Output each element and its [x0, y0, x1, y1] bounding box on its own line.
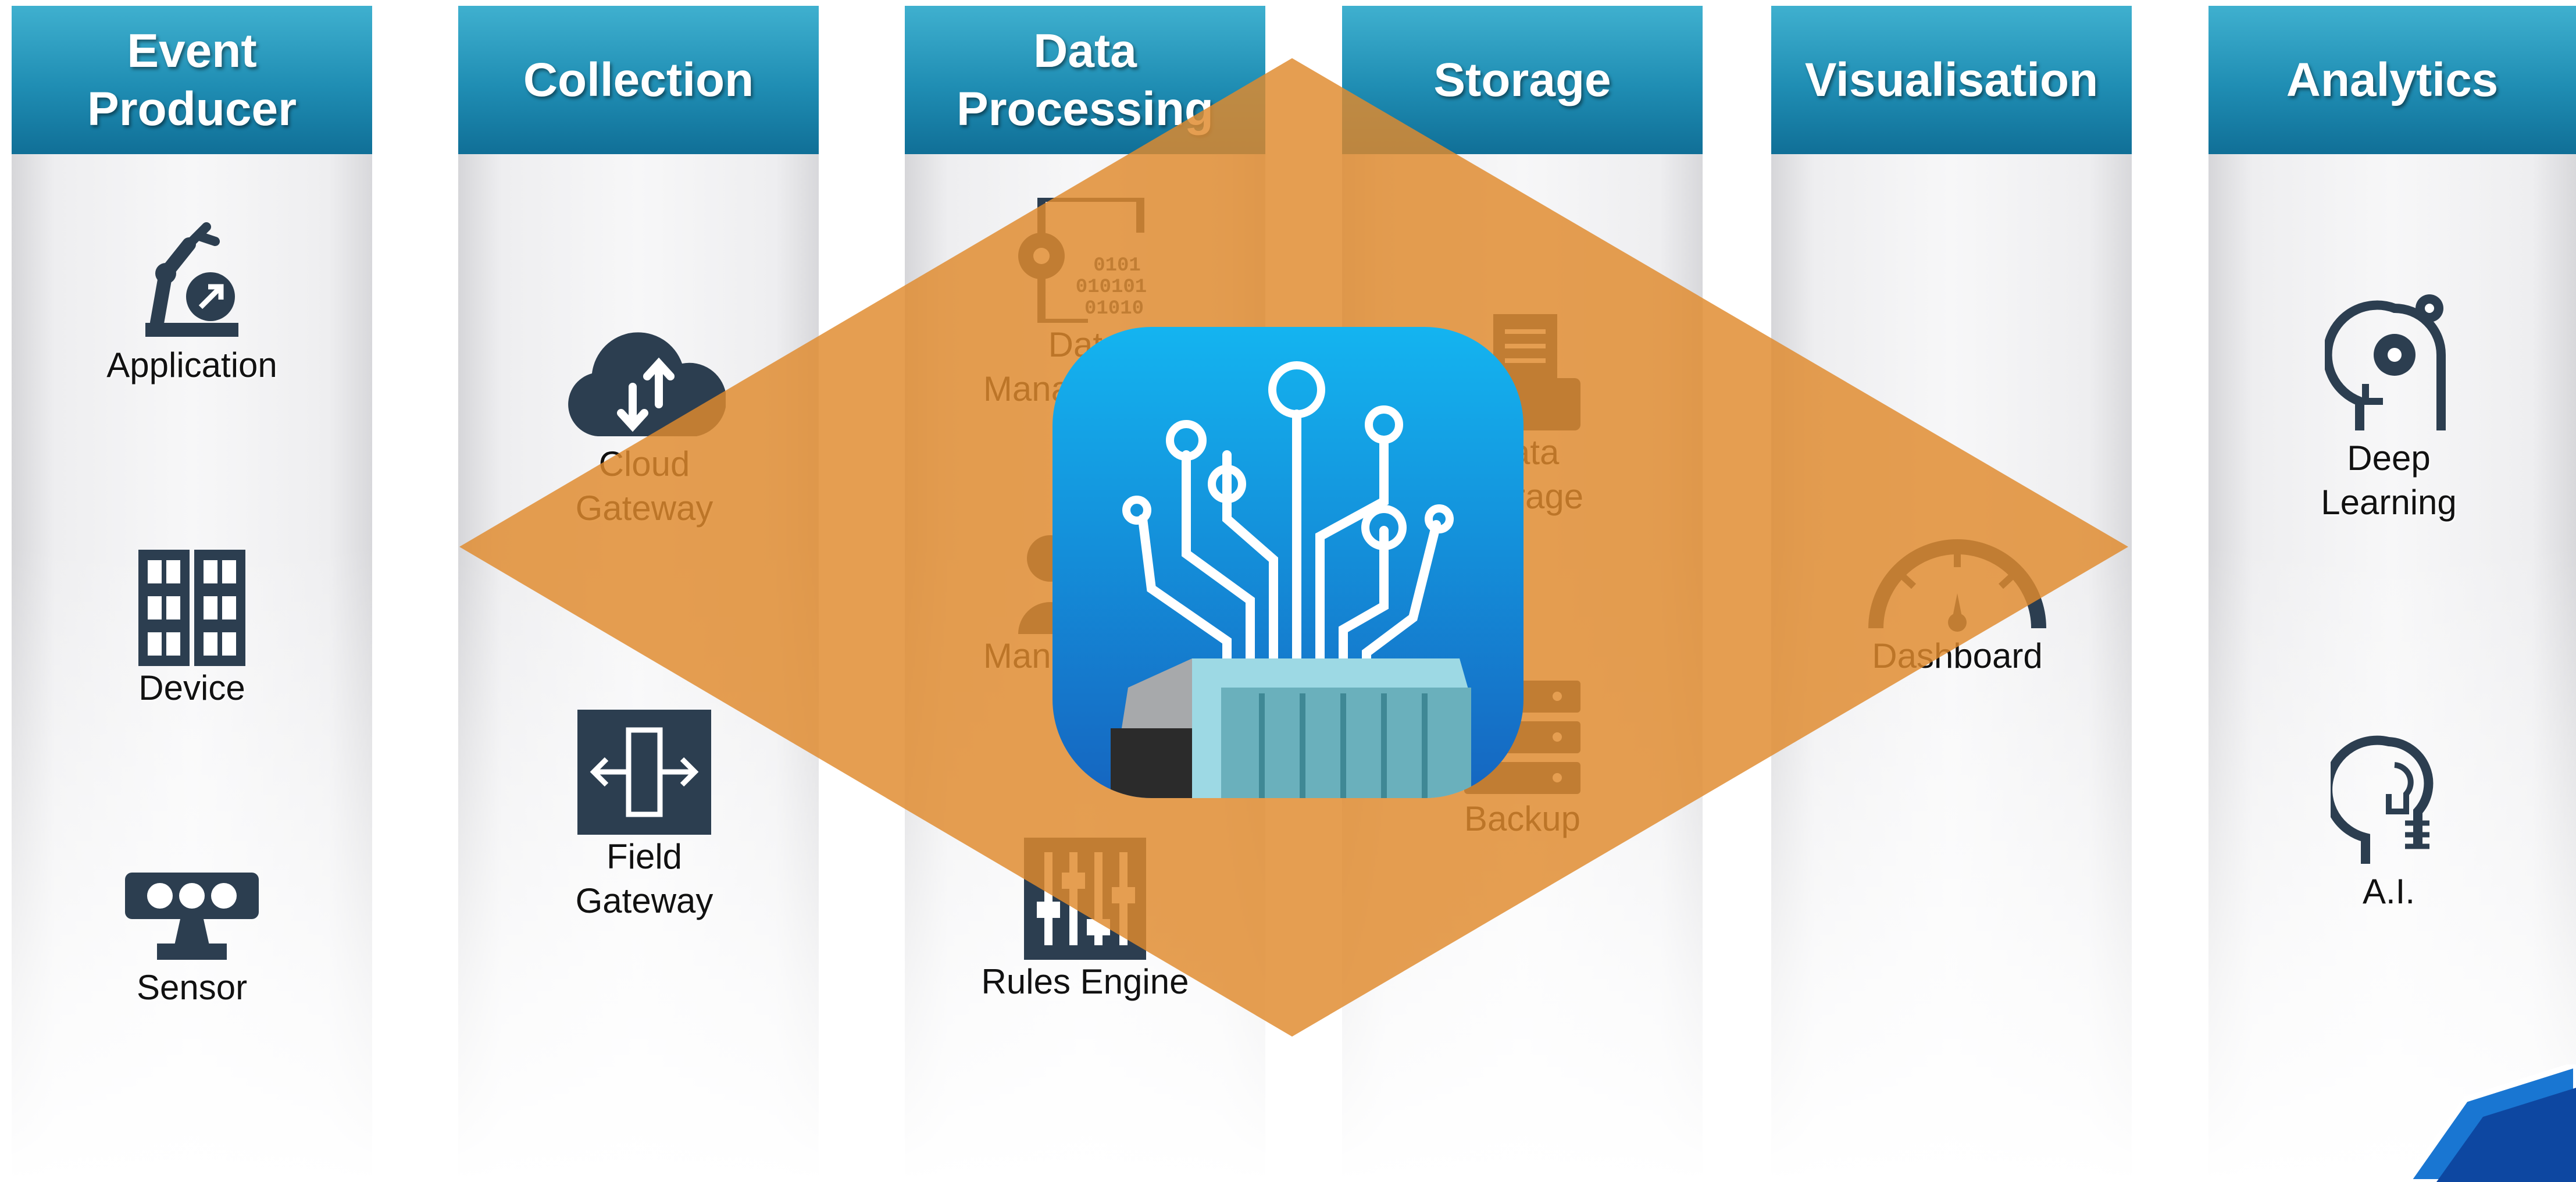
column-analytics: Analytics Deep Learning A.I. — [2208, 0, 2576, 1182]
ai-lightbulb-head-icon — [2331, 735, 2434, 864]
sensor-camera-icon — [125, 873, 259, 960]
item-label: Field Gateway — [575, 837, 713, 920]
item-label: Cloud Gateway — [575, 444, 713, 528]
column-collection: Collection Cloud Gateway Field Gateway — [458, 0, 819, 1182]
column-header: Visualisation — [1771, 6, 2132, 154]
item-ai: A.I. — [2278, 730, 2499, 914]
item-rules-engine: Rules Engine — [975, 838, 1196, 1004]
svg-text:01010: 01010 — [1084, 298, 1144, 320]
item-label: Device — [138, 668, 245, 707]
rules-sliders-icon — [1024, 838, 1146, 960]
device-rack-icon — [138, 550, 245, 666]
deep-learning-head-icon — [2325, 294, 2446, 430]
column-header: Data Processing — [905, 6, 1265, 154]
column-header: Event Producer — [12, 6, 372, 154]
item-label: Rules Engine — [981, 962, 1189, 1001]
item-deep-learning: Deep Learning — [2278, 291, 2499, 525]
column-header: Storage — [1342, 6, 1703, 154]
item-label: Sensor — [136, 968, 248, 1007]
column-header: Collection — [458, 6, 819, 154]
item-label: Backup — [1464, 799, 1581, 838]
item-application: Application — [81, 209, 302, 387]
item-cloud-gateway: Cloud Gateway — [534, 332, 755, 531]
column-event-producer: Event Producer Application — [12, 0, 372, 1182]
item-sensor: Sensor — [81, 873, 302, 1010]
column-visualisation: Visualisation Dashboard — [1771, 0, 2132, 1182]
item-device: Device — [81, 550, 302, 710]
column-header: Analytics — [2208, 6, 2576, 154]
cloud-transfer-icon — [568, 332, 726, 436]
circuit-chip-app-icon — [1052, 327, 1524, 798]
item-label: A.I. — [2362, 872, 2416, 911]
item-label: Application — [106, 346, 277, 384]
svg-text:010101: 010101 — [1076, 276, 1147, 298]
dashboard-gauge-icon — [1868, 539, 2046, 632]
field-gateway-icon — [577, 710, 711, 835]
svg-text:0101: 0101 — [1093, 255, 1141, 277]
item-field-gateway: Field Gateway — [534, 710, 755, 923]
data-document-icon: 0101 010101 01010 — [1018, 198, 1147, 323]
item-label: Deep Learning — [2321, 439, 2457, 522]
corner-badge-logo — [2403, 1064, 2576, 1182]
item-label: Dashboard — [1872, 636, 2043, 675]
robot-arm-icon — [145, 222, 238, 337]
item-dashboard: Dashboard — [1847, 524, 2068, 678]
